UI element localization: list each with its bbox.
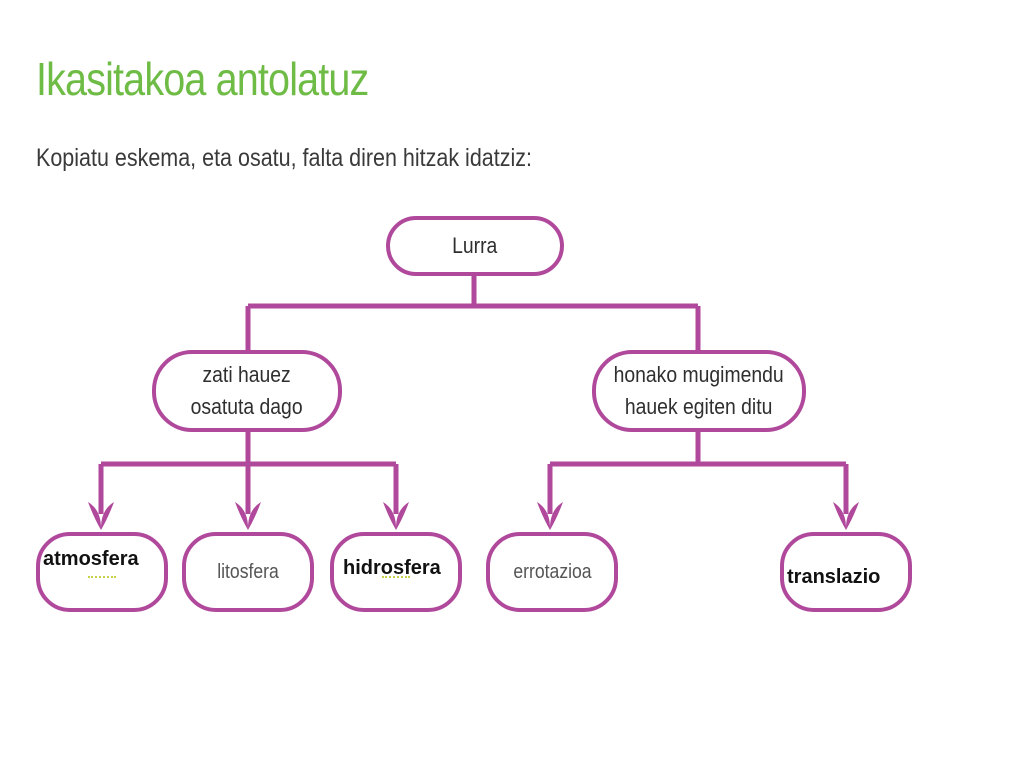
answer-atmosfera[interactable]: atmosfera (43, 548, 139, 570)
blank-line-hidrosfera (382, 576, 410, 578)
leaf-node-atmosfera (36, 532, 168, 612)
blank-line-atmosfera (88, 576, 116, 578)
arrowhead-icon (833, 502, 859, 530)
branch-node-parts: zati hauez osatuta dago (152, 350, 342, 432)
leaf-node-translazio (780, 532, 912, 612)
arrowhead-icon (88, 502, 114, 530)
leaf-node-errotazioa: errotazioa (486, 532, 618, 612)
page-title: Ikasitakoa antolatuz (36, 53, 369, 105)
branch-node-movements: honako mugimendu hauek egiten ditu (592, 350, 806, 432)
arrowhead-icon (537, 502, 563, 530)
answer-hidrosfera[interactable]: hidrosfera (343, 557, 441, 579)
root-node-lurra: Lurra (386, 216, 564, 276)
root-label: Lurra (452, 233, 498, 258)
arrowhead-icon (383, 502, 409, 530)
instruction-text: Kopiatu eskema, eta osatu, falta diren h… (36, 144, 532, 172)
branch-label-movements: honako mugimendu hauek egiten ditu (613, 362, 785, 419)
leaf-printed-errotazioa: errotazioa (512, 560, 592, 583)
answer-translazio[interactable]: translazio (787, 566, 881, 588)
branch-label-parts: zati hauez osatuta dago (191, 362, 303, 419)
arrowhead-icon (235, 502, 261, 530)
leaf-node-hidrosfera (330, 532, 462, 612)
leaf-node-litosfera: litosfera (182, 532, 314, 612)
leaf-printed-litosfera: litosfera (217, 560, 279, 583)
